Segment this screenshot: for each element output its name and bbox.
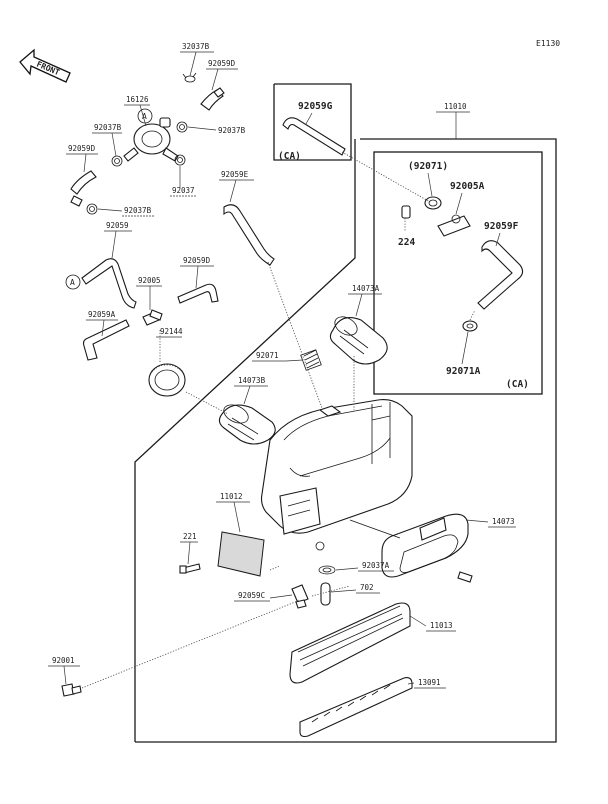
- label-702: 702: [360, 583, 374, 592]
- bolt-92001: [61, 683, 82, 697]
- cap-92071: [424, 196, 442, 210]
- clamp-32037b: [182, 72, 197, 83]
- duct-14073a: [329, 316, 388, 365]
- label-11013: 11013: [430, 621, 453, 630]
- hose-92059e: [223, 204, 275, 266]
- valve-92005a: [437, 214, 471, 237]
- label-92059g: 92059G: [298, 101, 333, 112]
- cover-11012: [217, 531, 265, 577]
- label-92001: 92001: [52, 656, 75, 665]
- fitting-92005: [142, 309, 163, 326]
- clamp-92037a: [318, 565, 336, 575]
- hose-92059c: [291, 584, 309, 609]
- label-11010: 11010: [444, 102, 467, 111]
- element-14073: [349, 513, 469, 578]
- tray-11013: [289, 602, 411, 684]
- label-92059f: 92059F: [484, 221, 519, 232]
- hose-92059d-left: [70, 170, 97, 207]
- clamp-92037b-left: [111, 155, 123, 167]
- label-92037a: 92037A: [362, 561, 390, 570]
- label-92059e: 92059E: [221, 170, 249, 179]
- label-14073b: 14073B: [238, 376, 266, 385]
- label-92005: 92005: [138, 276, 161, 285]
- label-92059d-top: 92059D: [208, 59, 236, 68]
- label-221: 221: [183, 532, 197, 541]
- element-13091: [299, 677, 413, 738]
- label-14073: 14073: [492, 517, 515, 526]
- label-92059d-mid: 92059D: [183, 256, 211, 265]
- bolt-221: [179, 563, 201, 574]
- front-arrow-label: FRONT: [35, 60, 61, 78]
- label-92037b-right: 92037B: [218, 126, 246, 135]
- label-92071: 92071: [256, 351, 279, 360]
- label-92059c: 92059C: [238, 591, 265, 600]
- callout-a-lower-label: A: [70, 278, 75, 287]
- assembly-outline: [134, 83, 557, 743]
- hose-92059f: [477, 240, 524, 310]
- callout-a-upper-label: A: [142, 112, 147, 121]
- bolt-224: [401, 205, 411, 219]
- label-32037b: 32037B: [182, 42, 210, 51]
- band-92144: [148, 363, 186, 397]
- plug-702: [320, 582, 331, 606]
- hose-92059a: [82, 319, 130, 361]
- label-92005a: 92005A: [450, 181, 485, 192]
- label-92071a: 92071A: [446, 366, 481, 377]
- label-92037: 92037: [172, 186, 195, 195]
- air-box-11010: [260, 399, 413, 551]
- label-14073a: 14073A: [352, 284, 380, 293]
- reference-code: E1130: [536, 39, 560, 48]
- hose-92059: [81, 258, 137, 309]
- label-ca-left: (CA): [278, 151, 301, 162]
- part-labels: 32037B 92059D 16126 92037B 92037B 92059D…: [48, 42, 529, 689]
- front-arrow-icon: FRONT: [19, 48, 71, 83]
- hose-92059d-mid: [177, 283, 219, 304]
- label-92037b-left: 92037B: [94, 123, 122, 132]
- label-92071-paren: (92071): [408, 161, 448, 172]
- callout-a-lower: A: [65, 274, 81, 290]
- label-224: 224: [398, 237, 415, 248]
- cap-92071a: [462, 320, 478, 332]
- clamp-92037b-mid: [86, 203, 98, 215]
- clamp-92037-lower: [174, 154, 186, 166]
- label-92059: 92059: [106, 221, 129, 230]
- label-16126: 16126: [126, 95, 149, 104]
- connection-lines: [81, 151, 476, 689]
- label-92037b-mid: 92037B: [124, 206, 152, 215]
- clamp-92037b-right: [176, 121, 188, 133]
- label-92059a: 92059A: [88, 310, 116, 319]
- hose-92059g: [282, 117, 346, 156]
- label-92059d-left: 92059D: [68, 144, 96, 153]
- label-13091: 13091: [418, 678, 441, 687]
- valve-16126: [123, 117, 179, 162]
- label-11012: 11012: [220, 492, 243, 501]
- spring-92071: [300, 349, 322, 371]
- callout-a-upper: A: [137, 108, 153, 124]
- screw-14073: [457, 571, 473, 583]
- hose-92059d-top: [200, 87, 225, 111]
- duct-14073b: [218, 404, 276, 445]
- label-ca-right: (CA): [506, 379, 529, 390]
- label-92144: 92144: [160, 327, 183, 336]
